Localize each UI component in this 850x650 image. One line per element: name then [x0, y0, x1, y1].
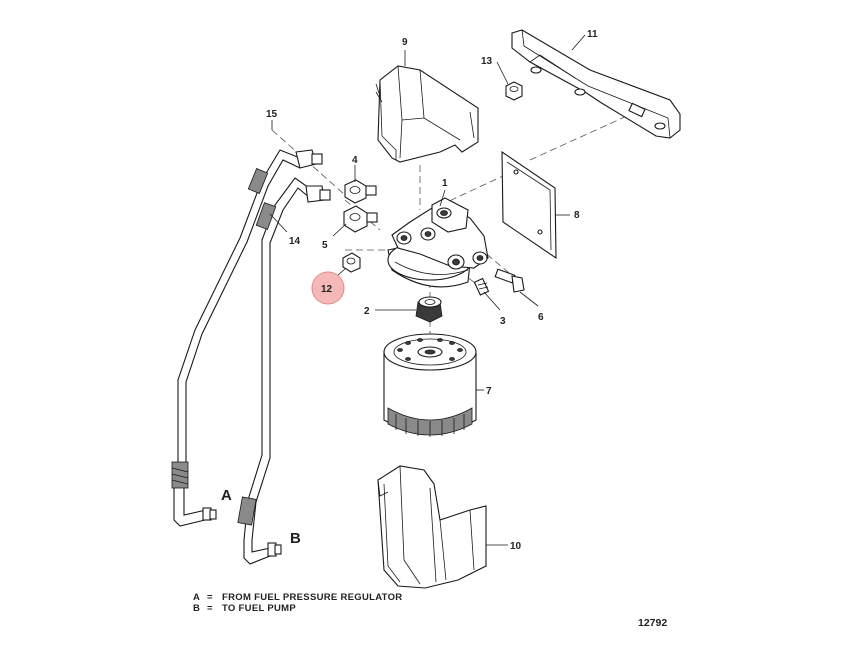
- callout-6[interactable]: 6: [538, 312, 544, 323]
- bracket-11: [511, 29, 681, 139]
- line-label-b: B: [290, 530, 301, 547]
- callout-4[interactable]: 4: [352, 155, 358, 166]
- callout-12[interactable]: 12: [321, 284, 333, 295]
- callout-labels: 9 11 13 15 4 1 8 14 5 12 2 3 6 7 10: [266, 29, 598, 552]
- callout-10[interactable]: 10: [510, 541, 522, 552]
- screw-3: [473, 277, 490, 296]
- callout-13[interactable]: 13: [481, 56, 493, 67]
- callout-1[interactable]: 1: [442, 178, 448, 189]
- fuel-line-14: [237, 177, 331, 565]
- callout-14[interactable]: 14: [289, 236, 301, 247]
- callout-11[interactable]: 11: [587, 29, 598, 40]
- callout-2[interactable]: 2: [364, 306, 370, 317]
- legend-b-text: TO FUEL PUMP: [222, 603, 296, 614]
- drawing-number: 12792: [638, 617, 667, 629]
- filter-top-holes: [397, 338, 463, 361]
- line-label-a: A: [221, 487, 232, 504]
- filter-head-1: [387, 197, 489, 288]
- plate-8: [501, 150, 557, 260]
- legend-a-key: A: [193, 592, 200, 603]
- fitting-4: [344, 179, 377, 204]
- washer-12: [342, 252, 361, 273]
- callout-7[interactable]: 7: [486, 386, 492, 397]
- shield-10: [377, 465, 487, 589]
- fitting-5: [343, 205, 378, 233]
- legend-b-eq: =: [207, 603, 213, 614]
- callout-5[interactable]: 5: [322, 240, 328, 251]
- fuel-line-15: [171, 149, 323, 527]
- legend: A = FROM FUEL PRESSURE REGULATOR B = TO …: [193, 592, 402, 614]
- callout-9[interactable]: 9: [402, 37, 408, 48]
- callout-8[interactable]: 8: [574, 210, 580, 221]
- legend-a-text: FROM FUEL PRESSURE REGULATOR: [222, 592, 402, 603]
- callout-15[interactable]: 15: [266, 109, 278, 120]
- callout-3[interactable]: 3: [500, 316, 506, 327]
- legend-b-key: B: [193, 603, 200, 614]
- plug-2: [415, 296, 443, 323]
- legend-a-eq: =: [207, 592, 213, 603]
- nut-13: [505, 81, 523, 101]
- callout-12-highlight: [311, 271, 345, 305]
- bolt-6: [494, 268, 525, 293]
- cover-9: [375, 65, 479, 163]
- filter-element-7: [383, 333, 477, 437]
